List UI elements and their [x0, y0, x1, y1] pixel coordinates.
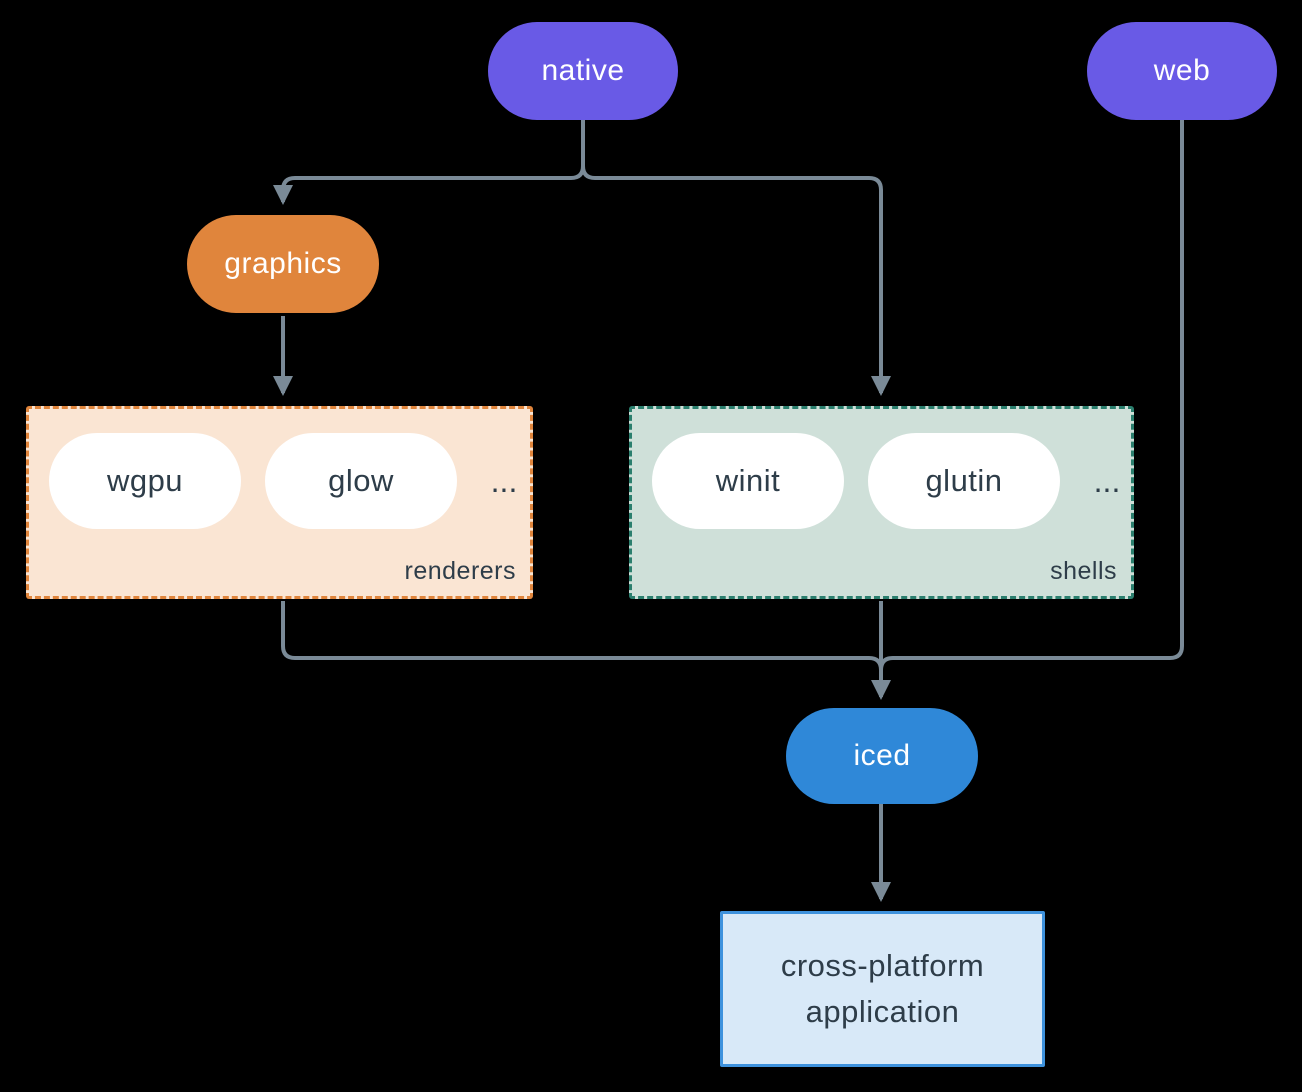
group-renderers: wgpu glow ... renderers	[26, 406, 533, 599]
node-web: web	[1087, 22, 1277, 120]
edge-renderers-to-iced	[281, 601, 883, 671]
node-graphics: graphics	[187, 215, 379, 313]
node-glutin: glutin	[868, 433, 1060, 529]
node-glow: glow	[265, 433, 457, 529]
node-native-label: native	[541, 54, 625, 87]
node-graphics-label: graphics	[224, 247, 342, 280]
renderers-ellipsis: ...	[490, 462, 518, 499]
node-winit: winit	[652, 433, 844, 529]
node-iced-label: iced	[853, 739, 911, 772]
node-native: native	[488, 22, 678, 120]
edge-native-to-shells	[581, 120, 891, 396]
node-iced: iced	[786, 708, 978, 804]
shells-group-label: shells	[1050, 557, 1117, 585]
group-shells: winit glutin ... shells	[629, 406, 1134, 599]
node-winit-label: winit	[715, 463, 781, 498]
node-glutin-label: glutin	[925, 463, 1003, 498]
node-cross-platform-application: cross-platform application	[720, 911, 1045, 1067]
shells-ellipsis: ...	[1093, 462, 1121, 499]
node-glow-label: glow	[328, 463, 394, 498]
edge-native-to-graphics	[273, 120, 585, 205]
renderers-group-label: renderers	[404, 557, 516, 585]
node-wgpu-label: wgpu	[106, 463, 184, 498]
node-wgpu: wgpu	[49, 433, 241, 529]
node-app-label: cross-platform application	[780, 948, 985, 1029]
node-web-label: web	[1153, 54, 1211, 87]
